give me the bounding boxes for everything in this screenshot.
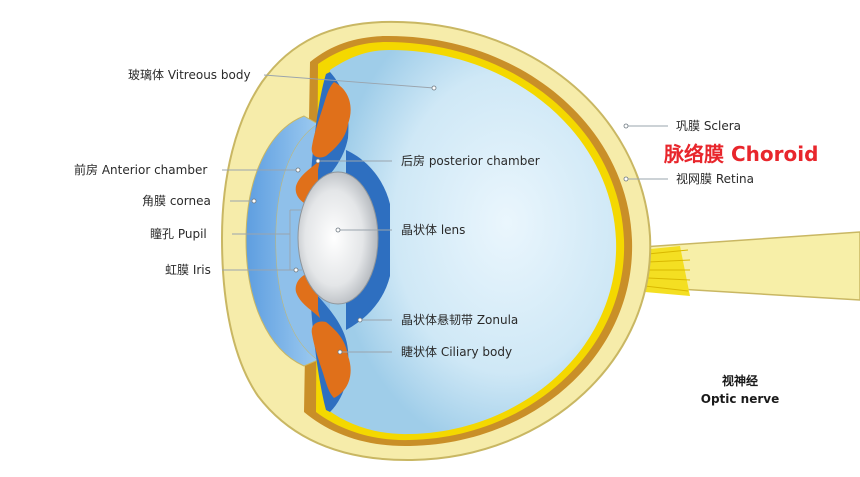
ciliary-body-lower — [311, 321, 351, 398]
label-retina: 视网膜 Retina — [676, 172, 754, 186]
label-posterior-chamber: 后房 posterior chamber — [401, 154, 540, 168]
label-lens: 晶状体 lens — [401, 223, 466, 237]
label-ciliary-body: 睫状体 Ciliary body — [401, 345, 513, 359]
label-zonula: 晶状体悬韧带 Zonula — [401, 313, 519, 327]
label-vitreous-body: 玻璃体 Vitreous body — [128, 68, 251, 82]
vitreous-shape — [328, 50, 617, 435]
label-optic-nerve-en: Optic nerve — [700, 392, 780, 406]
ciliary-body-upper — [311, 82, 351, 158]
label-anterior-chamber: 前房 Anterior chamber — [74, 163, 208, 177]
label-optic-nerve: 视神经 Optic nerve — [700, 372, 780, 408]
label-cornea: 角膜 cornea — [142, 194, 211, 208]
label-choroid: 脉络膜 Choroid — [664, 142, 819, 166]
leader-dots — [251, 85, 629, 355]
label-optic-nerve-cn: 视神经 — [721, 374, 758, 388]
label-iris: 虹膜 Iris — [165, 263, 211, 277]
label-sclera: 巩膜 Sclera — [676, 119, 742, 133]
label-pupil: 瞳孔 Pupil — [150, 227, 207, 241]
lens-shape — [297, 171, 379, 305]
